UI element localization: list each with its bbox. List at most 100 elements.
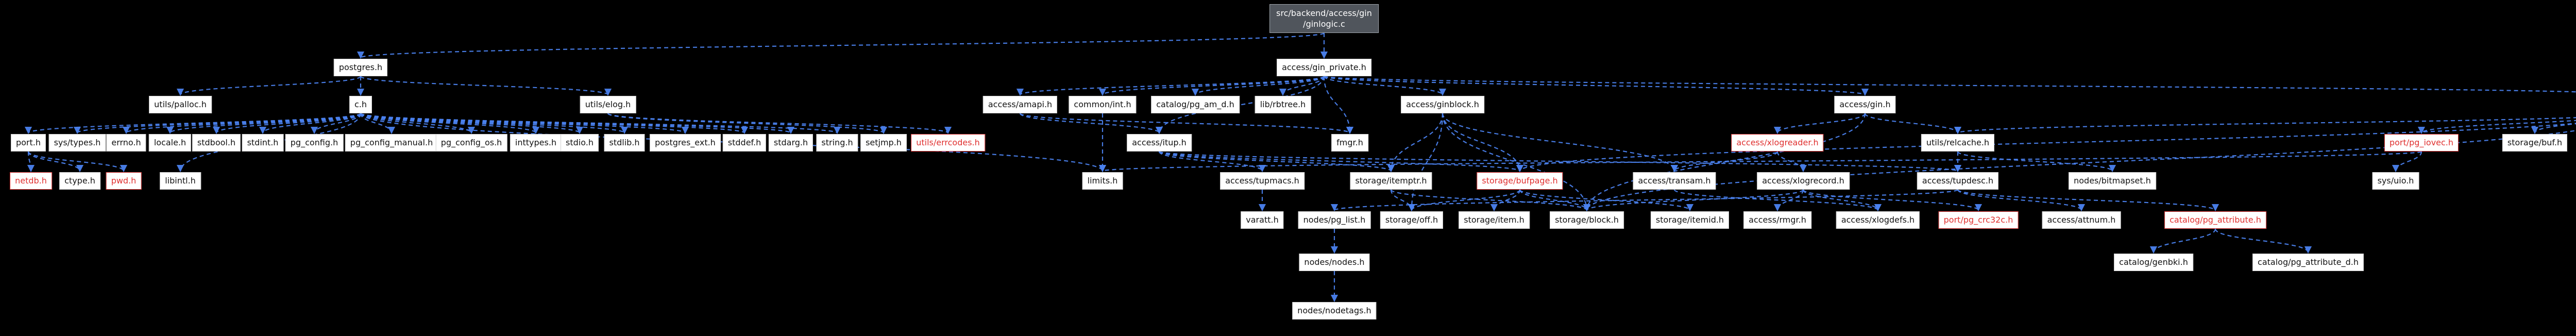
graph-node-itemid[interactable]: storage/itemid.h [1650, 211, 1730, 229]
include-edge [360, 112, 841, 135]
include-edge [1390, 189, 1590, 212]
graph-node-rmgr[interactable]: access/rmgr.h [1743, 211, 1811, 229]
graph-node-stdio_h[interactable]: stdio.h [561, 134, 599, 152]
graph-node-setjmp_h[interactable]: setjmp.h [860, 134, 907, 152]
graph-node-errcodes[interactable]: utils/errcodes.h [911, 134, 985, 152]
include-edge [1019, 112, 1353, 135]
graph-node-libintl[interactable]: libintl.h [160, 172, 201, 190]
include-edge [310, 113, 362, 135]
graph-node-amapi[interactable]: access/amapi.h [982, 96, 1058, 113]
include-edge [360, 113, 1106, 173]
include-edge [1192, 75, 1325, 96]
graph-node-nodes_h[interactable]: nodes/nodes.h [1299, 254, 1370, 271]
graph-node-off_h[interactable]: storage/off.h [1380, 211, 1444, 229]
graph-node-port_h[interactable]: port.h [10, 134, 46, 152]
include-edge [1773, 113, 1866, 135]
graph-node-pg_attribute_d[interactable]: catalog/pg_attribute_d.h [2252, 254, 2364, 271]
include-edge [1442, 113, 1524, 173]
include-edge [360, 112, 583, 135]
include-edge [177, 75, 362, 96]
graph-node-varatt[interactable]: varatt.h [1241, 211, 1284, 229]
include-edge [360, 75, 612, 96]
include-edge [1583, 130, 2576, 212]
graph-node-itemptr[interactable]: storage/itemptr.h [1350, 172, 1432, 190]
graph-node-elog[interactable]: utils/elog.h [580, 96, 636, 113]
graph-node-xlogreader[interactable]: access/xlogreader.h [1731, 134, 1824, 152]
graph-node-buf_h[interactable]: storage/buf.h [2502, 134, 2568, 152]
graph-node-pg_attribute[interactable]: catalog/pg_attribute.h [2164, 211, 2266, 229]
graph-node-xlogdefs[interactable]: access/xlogdefs.h [1836, 211, 1920, 229]
graph-node-sys_uio[interactable]: sys/uio.h [2372, 172, 2419, 190]
include-edge [1158, 150, 1523, 173]
include-edge [1279, 76, 1325, 96]
graph-node-attnum[interactable]: access/attnum.h [2042, 211, 2121, 229]
include-edge [27, 151, 128, 173]
include-edge [1583, 189, 1804, 212]
include-edge [1673, 189, 1882, 212]
graph-node-ctype_h[interactable]: ctype.h [59, 172, 100, 190]
graph-node-palloc[interactable]: utils/palloc.h [149, 96, 212, 113]
include-edge [1957, 150, 2116, 173]
graph-node-pg_crc32c[interactable]: port/pg_crc32c.h [1938, 211, 2019, 229]
include-edge [1519, 189, 1591, 212]
graph-node-errno_h[interactable]: errno.h [106, 134, 146, 152]
graph-node-inttypes_h[interactable]: inttypes.h [510, 134, 562, 152]
include-edge [1408, 113, 1444, 212]
include-edge [1516, 123, 2576, 173]
graph-node-pg_list[interactable]: nodes/pg_list.h [1298, 211, 1371, 229]
include-edge [123, 112, 362, 135]
graph-node-stddef_h[interactable]: stddef.h [722, 134, 767, 152]
graph-node-itup[interactable]: access/itup.h [1127, 134, 1192, 152]
include-edge [1802, 189, 1882, 212]
graph-node-bitmapset[interactable]: nodes/bitmapset.h [2069, 172, 2156, 190]
graph-node-item_h[interactable]: storage/item.h [1459, 211, 1530, 229]
graph-node-pg_config_manual[interactable]: pg_config_manual.h [345, 134, 438, 152]
graph-node-pg_am_d[interactable]: catalog/pg_am_d.h [1151, 96, 1240, 113]
graph-node-pg_config[interactable]: pg_config.h [285, 134, 344, 152]
graph-node-xlogrecord[interactable]: access/xlogrecord.h [1757, 172, 1850, 190]
graph-node-tupdesc[interactable]: access/tupdesc.h [1917, 172, 1999, 190]
graph-node-gin_h[interactable]: access/gin.h [1834, 96, 1896, 113]
graph-node-postgres_ext[interactable]: postgres_ext.h [650, 134, 721, 152]
include-edge [360, 113, 396, 135]
graph-node-nodetags[interactable]: nodes/nodetags.h [1292, 302, 1377, 320]
graph-node-stdint_h[interactable]: stdint.h [242, 134, 284, 152]
include-edge [1390, 189, 1416, 212]
graph-node-string_h[interactable]: string.h [816, 134, 858, 152]
include-edge [1323, 75, 1869, 96]
graph-node-block_h[interactable]: storage/block.h [1550, 211, 1624, 229]
graph-node-genbki[interactable]: catalog/genbki.h [2114, 254, 2193, 271]
graph-node-stdarg_h[interactable]: stdarg.h [768, 134, 814, 152]
graph-node-pg_config_os[interactable]: pg_config_os.h [435, 134, 507, 152]
include-edge [1802, 189, 1982, 212]
include-edge [1387, 113, 1444, 173]
graph-node-stdbool_h[interactable]: stdbool.h [192, 134, 241, 152]
graph-node-gin_private[interactable]: access/gin_private.h [1277, 59, 1371, 76]
include-edge [1019, 112, 1163, 135]
include-edge [1490, 189, 1521, 212]
include-edge [2392, 151, 2422, 173]
graph-node-bufpage[interactable]: storage/bufpage.h [1477, 172, 1563, 190]
graph-node-relcache[interactable]: utils/relcache.h [1921, 134, 1995, 152]
graph-node-netdb[interactable]: netdb.h [10, 172, 52, 190]
graph-node-stdlib_h[interactable]: stdlib.h [604, 134, 645, 152]
graph-node-pwd_h[interactable]: pwd.h [106, 172, 142, 190]
graph-node-ginblock[interactable]: access/ginblock.h [1401, 96, 1484, 113]
graph-node-locale_h[interactable]: locale.h [148, 134, 192, 152]
graph-node-c_h[interactable]: c.h [349, 96, 372, 113]
include-edge [1158, 150, 1395, 173]
include-edge [1158, 151, 1266, 173]
graph-node-pg_iovec[interactable]: port/pg_iovec.h [2384, 134, 2459, 152]
graph-node-common_int[interactable]: common/int.h [1069, 96, 1137, 113]
include-edge [25, 112, 362, 135]
graph-node-limits_h[interactable]: limits.h [1082, 172, 1123, 190]
graph-node-sys_types[interactable]: sys/types.h [48, 134, 106, 152]
graph-node-tupmacs[interactable]: access/tupmacs.h [1220, 172, 1304, 190]
include-edge [1773, 189, 1804, 212]
graph-node-rbtree[interactable]: lib/rbtree.h [1255, 96, 1311, 113]
graph-node-postgres_h[interactable]: postgres.h [333, 59, 388, 76]
graph-node-transam[interactable]: access/transam.h [1633, 172, 1716, 190]
graph-node-fmgr[interactable]: fmgr.h [1331, 134, 1368, 152]
